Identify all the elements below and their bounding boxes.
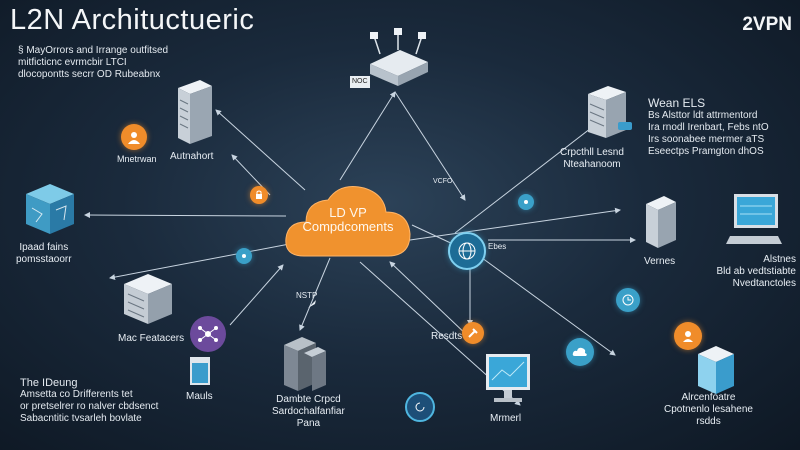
mauls-label: Mauls bbox=[186, 391, 213, 403]
refresh-icon[interactable] bbox=[405, 392, 435, 422]
cloud-sync-icon[interactable] bbox=[566, 338, 594, 366]
ipaad-line: Ipaad fains bbox=[16, 242, 72, 254]
server-icon[interactable] bbox=[172, 80, 216, 146]
right-line: Irs soonabee mermer aTS bbox=[648, 134, 769, 146]
cloud-line: LD VP bbox=[284, 206, 412, 220]
ipaad-label: Ipaad fains pomsstaoorr bbox=[16, 242, 72, 266]
ebes-label: Ebes bbox=[488, 241, 506, 253]
mrmerl-label: Mrmerl bbox=[490, 413, 521, 425]
status-badge bbox=[618, 122, 632, 130]
top-left-line: dlocopontts secrr OD Rubeabnx bbox=[18, 69, 168, 81]
alrcenfoatre-line: Cpotnenlo lesahene bbox=[664, 404, 753, 416]
link-icon[interactable] bbox=[236, 248, 252, 264]
clock-icon[interactable] bbox=[616, 288, 640, 312]
alstnes-label: Alstnes Bld ab vedtstiabte Nvedtanctoles bbox=[706, 254, 796, 290]
alrcenfoatre-line: rsdds bbox=[664, 416, 753, 428]
server-icon[interactable] bbox=[584, 84, 632, 140]
storage-icon[interactable] bbox=[188, 355, 212, 387]
cloud-label: LD VP Compdcoments bbox=[284, 206, 412, 234]
cloud-line: Compdcoments bbox=[284, 220, 412, 234]
right-line: Bs Alsttor ldt attrmentord bbox=[648, 110, 769, 122]
dambte-line: Sardochalfanfiar bbox=[272, 406, 345, 418]
rocket-icon bbox=[306, 298, 318, 310]
server-cluster-icon[interactable] bbox=[118, 270, 178, 326]
dambte-line: Pana bbox=[272, 418, 345, 430]
top-left-line: mitficticnc evrmcbir LTCI bbox=[18, 57, 168, 69]
top-left-text: § MayOrrors and Irrange outfitsed mitfic… bbox=[18, 45, 168, 81]
link-icon[interactable] bbox=[518, 194, 534, 210]
noc-tag: NOC bbox=[350, 76, 370, 88]
resdts-label: Resdts bbox=[431, 331, 462, 343]
crpctnl-label: Crpcthll Lesnd Nteahanoom bbox=[560, 147, 624, 171]
page-title: L2N Archituctueric bbox=[10, 4, 254, 37]
bottom-left-heading: The IDeung bbox=[20, 377, 158, 389]
mnetrwan-label: Mnetrwan bbox=[117, 153, 157, 165]
right-heading: Wean ELS bbox=[648, 96, 769, 110]
mac-headers-label: Mac Featacers bbox=[118, 333, 184, 345]
storage-icon[interactable] bbox=[694, 344, 738, 396]
alstnes-line: Bld ab vedtstiabte bbox=[706, 266, 796, 278]
bottom-left-line: Sabacntitic tvsarleh bovlate bbox=[20, 413, 158, 425]
top-left-line: § MayOrrors and Irrange outfitsed bbox=[18, 45, 168, 57]
network-icon[interactable] bbox=[190, 316, 226, 352]
vernes-label: Vernes bbox=[644, 256, 675, 268]
bottom-left-text: The IDeung Amsetta co Drifferents tet or… bbox=[20, 377, 158, 425]
alstnes-line: Nvedtanctoles bbox=[706, 278, 796, 290]
monitor-icon[interactable] bbox=[484, 352, 532, 412]
ipaad-line: pomsstaoorr bbox=[16, 254, 72, 266]
autnahort-label: Autnahort bbox=[170, 151, 213, 163]
alrcenfoatre-label: Alrcenfoatre Cpotnenlo lesahene rsdds bbox=[664, 392, 753, 428]
cube-icon[interactable] bbox=[20, 180, 80, 236]
alstnes-line: Alstnes bbox=[706, 254, 796, 266]
lock-icon[interactable] bbox=[250, 186, 268, 204]
bottom-left-line: or pretselrer ro nalver cbdsenct bbox=[20, 401, 158, 413]
vcfo-tag: VCFO bbox=[433, 176, 452, 188]
bottom-left-line: Amsetta co Drifferents tet bbox=[20, 389, 158, 401]
crpctnl-line: Nteahanoom bbox=[560, 159, 624, 171]
right-line: Eseectps Pramgton dhOS bbox=[648, 146, 769, 158]
dambte-line: Dambte Crpcd bbox=[272, 394, 345, 406]
alrcenfoatre-line: Alrcenfoatre bbox=[664, 392, 753, 404]
globe-icon[interactable] bbox=[448, 232, 486, 270]
router-icon[interactable] bbox=[360, 28, 438, 92]
workstation-icon[interactable] bbox=[642, 192, 782, 254]
tool-icon[interactable] bbox=[462, 322, 484, 344]
server-rack-icon[interactable] bbox=[280, 335, 328, 393]
vpn-logo: ␸2VPN bbox=[742, 14, 792, 36]
right-line: Ira rnodl Irenbart, Febs ntO bbox=[648, 122, 769, 134]
crpctnl-line: Crpcthll Lesnd bbox=[560, 147, 624, 159]
user-icon[interactable] bbox=[121, 124, 147, 150]
dambte-label: Dambte Crpcd Sardochalfanfiar Pana bbox=[272, 394, 345, 430]
right-text: Wean ELS Bs Alsttor ldt attrmentord Ira … bbox=[648, 96, 769, 158]
